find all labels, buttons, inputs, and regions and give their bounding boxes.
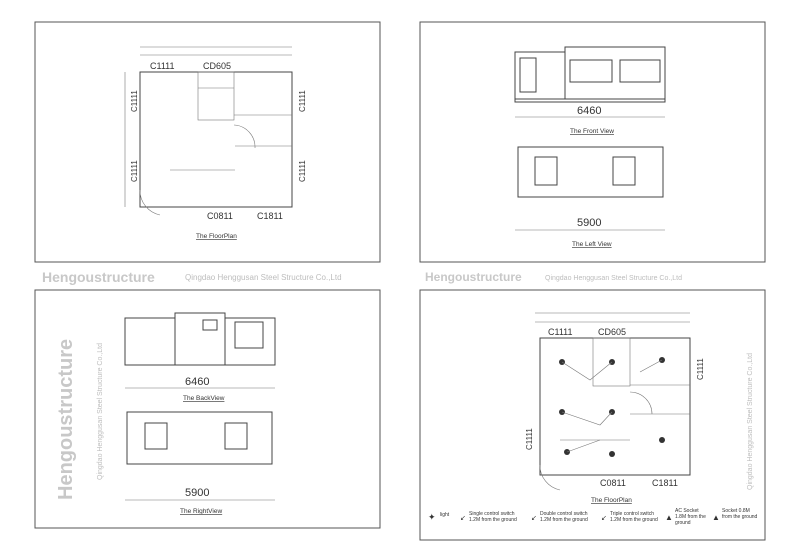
caption-front-view: The Front View [570,128,614,135]
label-right-window-2: C1111 [298,160,307,182]
floorplan-electrical: C1111 CD605 C1111 C1111 C0811 C1811 The … [428,312,720,522]
legend-double-switch: Double control switch 1.2M from the grou… [540,511,588,523]
caption-floorplan-top: The FloorPlan [196,233,237,240]
label-left-window-1: C1111 [130,90,139,112]
right-view-dimension: 5900 [185,487,209,499]
legend-ac-socket-icon: ▲ [665,513,673,522]
e-label-bottom-door-1: C0811 [600,478,626,488]
legend-double-switch-icon: ↙ [531,515,537,522]
caption-left-view: The Left View [572,241,612,248]
light-fixtures [559,357,665,457]
panel-floorplan-top [34,21,381,263]
caption-back-view: The BackView [183,395,225,402]
legend-socket-icon: ▲ [712,513,720,522]
left-view-dimension: 5900 [577,217,601,229]
watermark-company-bottom: Qingdao Henggusan Steel Structure Co.,Lt… [747,353,754,490]
legend-icons: ✦ ↙ ↙ ↙ ▲ ▲ [428,512,720,522]
caption-floorplan-electrical: The FloorPlan [591,497,632,504]
panel-floorplan-electrical [419,289,766,541]
wiring [561,359,663,453]
e-label-bottom-door-2: C1811 [652,478,678,488]
legend-light: light [440,512,450,518]
back-view-dimension: 6460 [185,376,209,388]
label-left-window-2: C1111 [130,160,139,182]
legend-ac-socket: AC Socket 1.8M from the ground [675,508,706,526]
legend-single-switch-icon: ↙ [460,515,466,522]
panel-front-left-views [419,21,766,263]
label-bottom-door-1: C0811 [207,211,233,221]
label-top-door: CD605 [203,61,231,71]
watermark-company-top: Qingdao Henggusan Steel Structure Co.,Lt… [185,273,342,282]
front-view: 6460 The Front View 5900 The Left View [514,46,666,248]
watermark-brand-bottom: Hengoustructure [55,339,77,500]
label-top-window: C1111 [150,61,175,71]
watermarks: Hengoustructure Qingdao Henggusan Steel … [42,269,754,500]
floorplan-top: C1111 CD605 C1111 C1111 C1111 C1111 C081… [124,46,307,240]
e-label-right-window: C1111 [696,358,705,380]
legend-triple-switch: Triple control switch 1.2M from the grou… [610,511,658,523]
label-right-window-1: C1111 [298,90,307,112]
legend-triple-switch-icon: ↙ [601,515,607,522]
e-label-top-door: CD605 [598,327,626,337]
label-bottom-door-2: C1811 [257,211,283,221]
caption-right-view: The RightView [180,508,222,515]
e-label-left-window: C1111 [525,428,534,450]
watermark-company-right: Qingdao Henggusan Steel Structure Co.,Lt… [545,275,682,282]
watermark-brand-top: Hengoustructure [42,269,155,285]
legend-light-icon: ✦ [428,512,436,522]
panel-back-right-views [34,289,381,529]
legend-single-switch: Single control switch 1.2M from the grou… [469,511,517,523]
watermark-company-left: Qingdao Henggusan Steel Structure Co.,Lt… [97,343,104,480]
front-view-dimension: 6460 [577,105,601,117]
legend-socket: Socket 0.8M from the ground [722,508,758,520]
watermark-brand-right: Hengoustructure [425,270,522,284]
e-label-top-window: C1111 [548,327,573,337]
back-right-views: 6460 The BackView 5900 The RightView [124,312,276,515]
